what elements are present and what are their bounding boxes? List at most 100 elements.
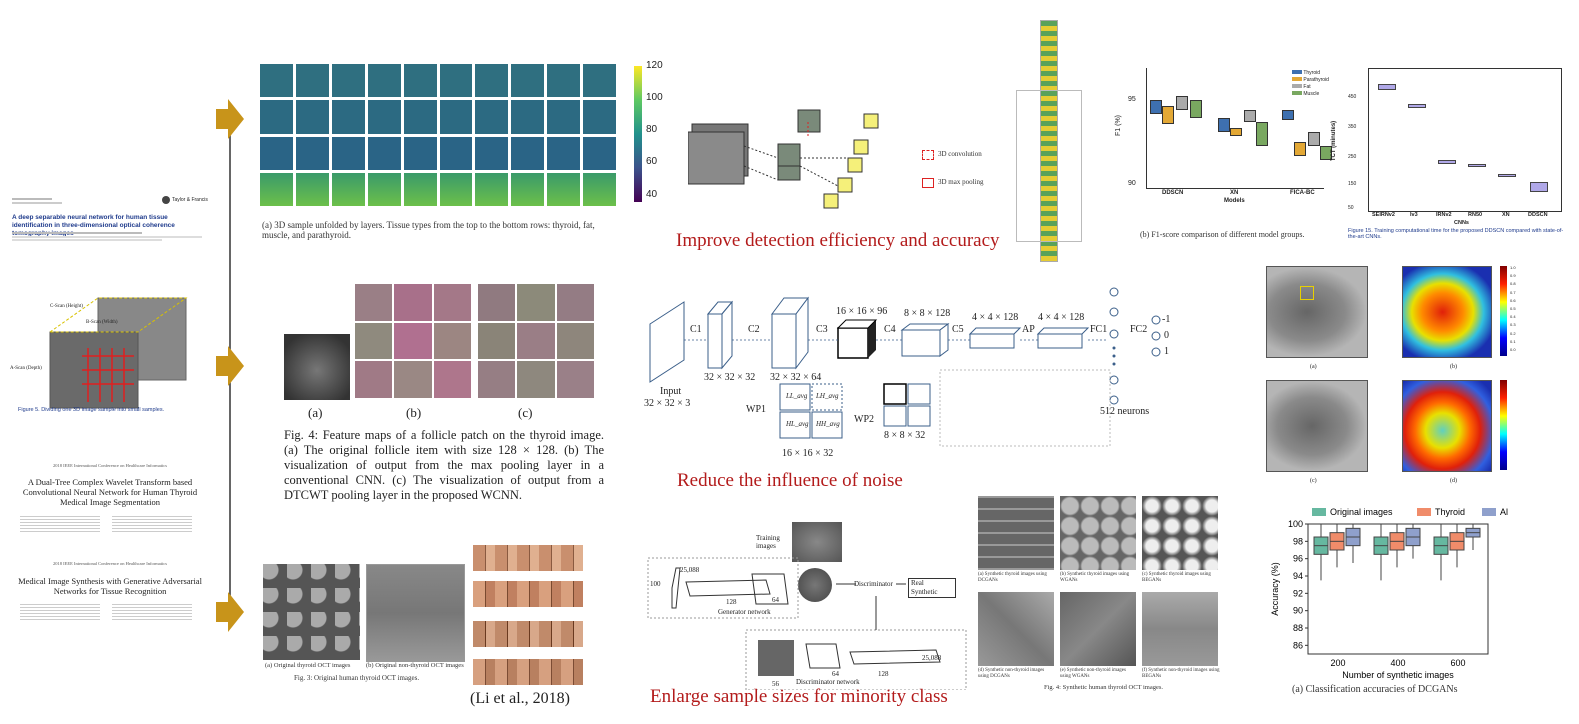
paper3-authors <box>20 602 100 622</box>
f1-box <box>1230 128 1242 136</box>
tissue-layer-grid <box>260 64 616 206</box>
layer-fc1: FC1 <box>1090 324 1108 335</box>
gan-dim: 25,088 <box>680 566 700 574</box>
arrow-right-icon <box>216 592 244 632</box>
oct-cube-drawing <box>48 297 188 409</box>
dims-ap: 4 × 4 × 128 <box>1038 312 1085 323</box>
tct-box <box>1530 182 1548 192</box>
f1-box <box>1308 132 1320 146</box>
legend-conv: 3D convolution <box>938 150 982 158</box>
heatmap-b <box>1402 266 1492 358</box>
tissue-grid-caption: (a) 3D sample unfolded by layers. Tissue… <box>262 220 595 240</box>
legend-swatch <box>1417 508 1431 516</box>
figure5-caption: Figure 5. Dividing one 3D image sample i… <box>18 407 165 413</box>
f1-x-axis <box>1146 188 1324 189</box>
synthetic-images-grid: (a) Synthetic thyroid images using DCGAN… <box>978 496 1220 690</box>
output-neg1: -1 <box>1162 314 1171 325</box>
paper2-conference: 2018 IEEE International Conference on He… <box>53 463 167 468</box>
heat-label-a: (a) <box>1310 364 1317 370</box>
wcnn-input-label: Input <box>660 386 682 397</box>
arrow-right-icon <box>216 346 244 386</box>
viridis-colorbar <box>634 66 642 202</box>
sublabel-c: (c) <box>518 405 533 420</box>
arrow-right-icon <box>216 99 244 139</box>
journal-line <box>12 198 52 200</box>
generator-label: Generator network <box>718 608 771 616</box>
legend-label: All <box>1500 507 1508 517</box>
heat-colorbar <box>1500 380 1507 470</box>
heatmap-d <box>1402 380 1492 472</box>
f1-box <box>1282 110 1294 120</box>
fig4-synthetic-caption: Fig. 4: Synthetic human thyroid OCT imag… <box>1044 684 1164 691</box>
bscan-label: B-Scan (Width) <box>86 320 118 325</box>
heat-label-b: (b) <box>1450 364 1457 370</box>
tct-box <box>1378 84 1396 90</box>
f1-box <box>1244 110 1256 122</box>
tct-frame <box>1368 68 1562 212</box>
colorbar-ticks: 120 100 80 60 40 <box>646 60 663 200</box>
heat-label-d: (d) <box>1450 478 1457 484</box>
discriminator-net-label: Discriminator network <box>796 678 860 686</box>
neurons-label: 512 neurons <box>1100 406 1150 417</box>
generated-image <box>798 568 832 602</box>
nonthyroid-oct-image <box>366 564 465 662</box>
x-axis-label: Number of synthetic images <box>1342 670 1454 680</box>
gan-dim: 128 <box>726 598 737 606</box>
sublabel-a: (a) <box>308 405 323 420</box>
gan-dim: 25,088 <box>922 654 942 662</box>
caption-nonthyroid-oct: (b) Original non-thyroid OCT images <box>366 662 464 669</box>
paper2-authors <box>20 514 100 534</box>
y-tick-label: 86 <box>1293 640 1303 650</box>
figure5-oct-cube: C-Scan (Height) B-Scan (Width) A-Scan (D… <box>10 290 200 410</box>
conv-legend-icon <box>922 150 934 160</box>
f1-chart: 95 90 F1 (%) Thyroid Parathyroid Fat Mus… <box>1115 62 1334 240</box>
discriminator-label: Discriminator <box>854 580 893 588</box>
subband-ll: LL_avg <box>786 392 808 400</box>
y-tick-label: 96 <box>1293 554 1303 564</box>
tct-box <box>1408 104 1426 108</box>
dims-c1: 32 × 32 × 32 <box>704 372 756 383</box>
f1-box <box>1190 100 1202 118</box>
real-synthetic-box: Real Synthetic <box>908 578 956 598</box>
sublabel-b: (b) <box>406 405 422 420</box>
paper3-conference: 2018 IEEE International Conference on He… <box>53 561 167 566</box>
y-tick-label: 98 <box>1293 536 1303 546</box>
f1-box <box>1256 122 1268 146</box>
y-tick-label: 88 <box>1293 623 1303 633</box>
gan-drawing <box>647 557 967 690</box>
heat-colorbar <box>1500 266 1507 356</box>
citation: (Li et al., 2018) <box>470 690 570 707</box>
paper3-title: Medical Image Synthesis with Generative … <box>18 576 202 596</box>
authors-line <box>12 232 142 234</box>
publisher-logo-icon <box>162 196 170 204</box>
dims-c3: 16 × 16 × 96 <box>836 306 888 317</box>
layer-c5: C5 <box>952 324 964 335</box>
layer-c2: C2 <box>748 324 760 335</box>
highlight-minority: Enlarge sample sizes for minority class <box>650 686 948 707</box>
layer-c3: C3 <box>816 324 828 335</box>
ascan-label: A-Scan (Depth) <box>10 366 42 371</box>
legend-label: Thyroid <box>1435 507 1465 517</box>
legend-pool: 3D max pooling <box>938 178 984 186</box>
heat-label-c: (c) <box>1310 478 1317 484</box>
f1-box <box>1294 142 1306 156</box>
dims-c4: 8 × 8 × 128 <box>904 308 951 319</box>
highlight-efficiency: Improve detection efficiency and accurac… <box>676 230 1000 251</box>
f1-legend: Thyroid Parathyroid Fat Muscle <box>1292 70 1329 98</box>
affiliation-line <box>12 239 162 241</box>
oct-sample-image <box>1266 380 1368 472</box>
output-0: 0 <box>1164 330 1169 341</box>
subband-lh: LH_avg <box>816 392 839 400</box>
wcnn-drawing <box>649 287 1161 447</box>
layer-c1: C1 <box>690 324 702 335</box>
cscan-label: C-Scan (Height) <box>50 304 83 309</box>
f1-box <box>1320 146 1332 160</box>
wp1-dims: 16 × 16 × 32 <box>782 448 834 459</box>
f1-y-axis <box>1146 68 1147 188</box>
f1-box <box>1162 106 1174 124</box>
y-axis-label: Accuracy (%) <box>1270 562 1280 616</box>
face-samples-grid <box>473 545 583 687</box>
f1-box <box>1218 118 1230 132</box>
layer-c4: C4 <box>884 324 896 335</box>
